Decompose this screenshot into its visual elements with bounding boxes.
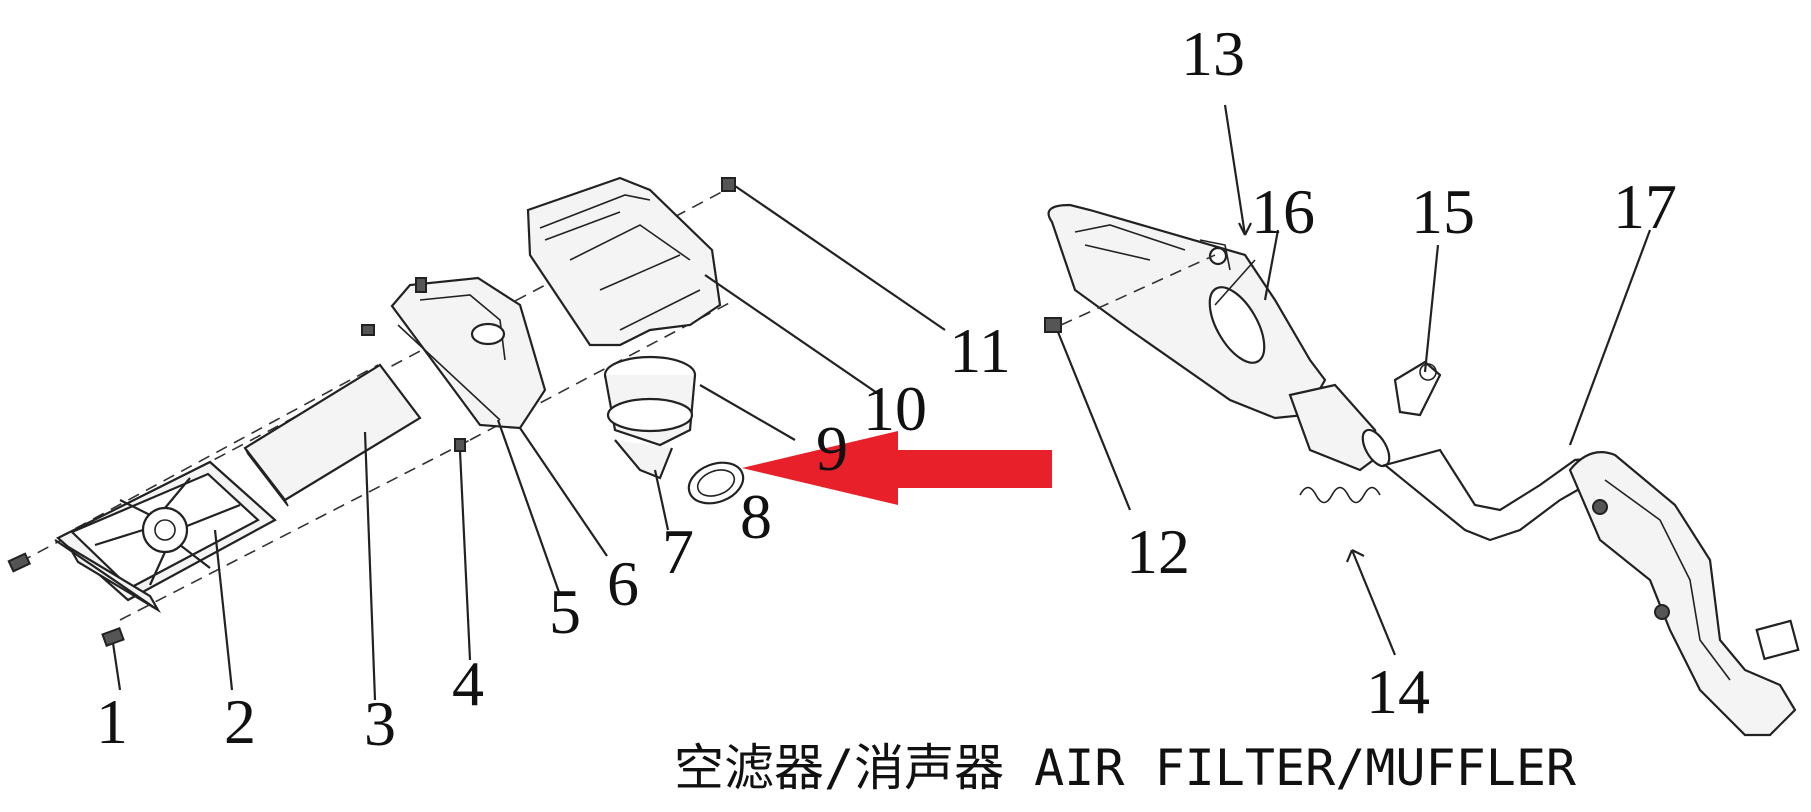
label-10: 10 <box>863 373 927 444</box>
clamp-ring-part-8 <box>687 461 745 505</box>
label-5: 5 <box>549 576 581 647</box>
label-4: 4 <box>452 648 484 719</box>
bolt-part-1 <box>7 552 125 691</box>
screw-part-4 <box>454 438 472 661</box>
muffler-body-part-16 <box>1047 203 1391 472</box>
label-15: 15 <box>1411 176 1475 247</box>
label-7: 7 <box>662 516 694 587</box>
leader-lines-right <box>1223 104 1280 301</box>
label-8: 8 <box>740 481 772 552</box>
intake-boot-part-7-9 <box>603 355 796 531</box>
label-3: 3 <box>364 688 396 759</box>
label-6: 6 <box>607 548 639 619</box>
nut-part-11 <box>721 177 946 331</box>
spring-part-14 <box>1299 486 1397 656</box>
label-12: 12 <box>1126 516 1190 587</box>
label-1: 1 <box>96 686 128 757</box>
label-17: 17 <box>1613 171 1677 242</box>
label-11: 11 <box>949 315 1011 386</box>
red-arrow-pointer <box>742 431 1052 505</box>
air-box-part-10 <box>526 176 881 396</box>
label-9: 9 <box>816 413 848 484</box>
label-16: 16 <box>1251 176 1315 247</box>
clamp-part-15 <box>1393 244 1442 417</box>
leader-lines-left <box>213 431 377 701</box>
filter-cover-part-5-6 <box>361 276 608 596</box>
label-13: 13 <box>1181 18 1245 89</box>
label-14: 14 <box>1366 656 1430 727</box>
label-2: 2 <box>224 686 256 757</box>
filter-element-part-3 <box>243 363 422 507</box>
exhaust-pipe-part-17 <box>1382 229 1800 737</box>
bolt-part-12 <box>1044 254 1216 511</box>
diagram-caption: 空滤器/消声器 AIR FILTER/MUFFLER <box>674 739 1577 797</box>
filter-grille-part-2 <box>54 460 277 614</box>
